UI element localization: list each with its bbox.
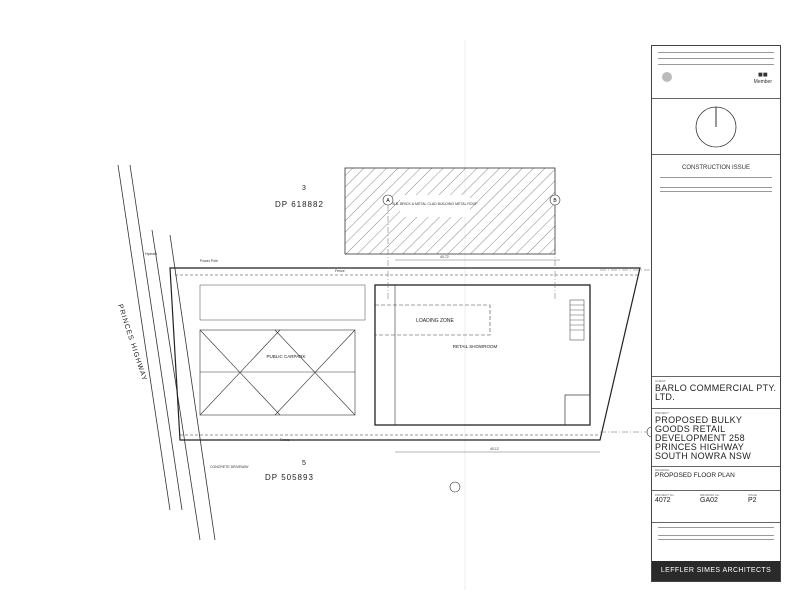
grid-bubble-b: [549, 194, 561, 206]
dimension-top: 40.72: [440, 255, 449, 259]
loading-zone: [374, 304, 491, 336]
grid-bubble-a: [382, 194, 394, 206]
client-name: BARLO COMMERCIAL PTY. LTD.: [655, 383, 777, 402]
construction-issue-section: CONSTRUCTION ISSUE: [652, 154, 780, 207]
site-boundary: [169, 267, 641, 441]
north-marker: [449, 481, 461, 493]
building-outline: [374, 284, 591, 426]
lot-bottom-number: 5: [302, 460, 306, 467]
grid-bubble-b-label: B: [553, 198, 557, 204]
issue-label: ISSUE: [748, 493, 758, 497]
issue-no: P2: [748, 497, 757, 504]
dimension-bottom: 40.12: [490, 447, 499, 451]
lot-bottom-dp: DP 505893: [265, 473, 314, 482]
concrete-driveway-label: CONCRETE DRIVEWAY: [210, 465, 250, 469]
drawing-no: GA02: [700, 497, 718, 504]
drawing-numbers-section: PROJECT No. 4072 DRAWING No. GA02 ISSUE …: [652, 490, 780, 523]
fence-label-bottom: Fence: [280, 438, 290, 442]
project-no-label: PROJECT No.: [655, 493, 675, 497]
firm-footer: LEFFLER SIMES ARCHITECTS: [652, 561, 780, 581]
north-point-icon: [695, 106, 737, 148]
drawing-title-section: DRAWING PROPOSED FLOOR PLAN: [652, 466, 780, 485]
title-block: ■■ Member CONSTRUCTION ISSUE CLIENT BARL…: [651, 45, 781, 582]
highway-boundary: [117, 164, 216, 541]
contact-section: [652, 522, 780, 557]
drawing-label: DRAWING: [655, 468, 670, 472]
carpark: [199, 329, 356, 416]
loading-zone-label: LOADING ZONE: [416, 318, 454, 324]
lot-top-number: 3: [302, 185, 306, 192]
project-name: PROPOSED BULKY GOODS RETAIL DEVELOPMENT …: [655, 415, 751, 461]
amenities-block: [564, 394, 591, 426]
fence-label-top: Fence: [335, 269, 345, 273]
drawing-title: PROPOSED FLOOR PLAN: [655, 472, 735, 479]
project-label: PROJECT: [655, 411, 670, 415]
neighbour-building-label: B.B. BRICK & METAL CLAD BUILDING METAL R…: [393, 202, 478, 206]
drawing-no-label: DRAWING No.: [700, 493, 720, 497]
north-point-section: [652, 98, 780, 155]
project-no: 4072: [655, 497, 671, 504]
grid-bubble-a-label: A: [386, 198, 390, 204]
retail-showroom-label: RETAIL SHOWROOM: [453, 344, 498, 349]
client-section: CLIENT BARLO COMMERCIAL PTY. LTD.: [652, 376, 780, 417]
project-section: PROJECT PROPOSED BULKY GOODS RETAIL DEVE…: [652, 408, 780, 465]
member-label: Member: [753, 79, 772, 85]
construction-issue-heading: CONSTRUCTION ISSUE: [681, 165, 750, 171]
public-carpark-label: PUBLIC CARPARK: [267, 354, 306, 359]
street-name: PRINCES HIGHWAY: [116, 303, 148, 382]
member-logo: ■■ Member: [753, 70, 772, 85]
lot-top-dp: DP 618882: [275, 200, 324, 209]
client-label: CLIENT: [655, 379, 666, 383]
green-building-logo: [662, 72, 672, 82]
power-pole-label: Power Pole: [200, 259, 218, 263]
title-block-notes: [658, 52, 774, 68]
hydrant-label: Hydrant: [145, 252, 157, 256]
